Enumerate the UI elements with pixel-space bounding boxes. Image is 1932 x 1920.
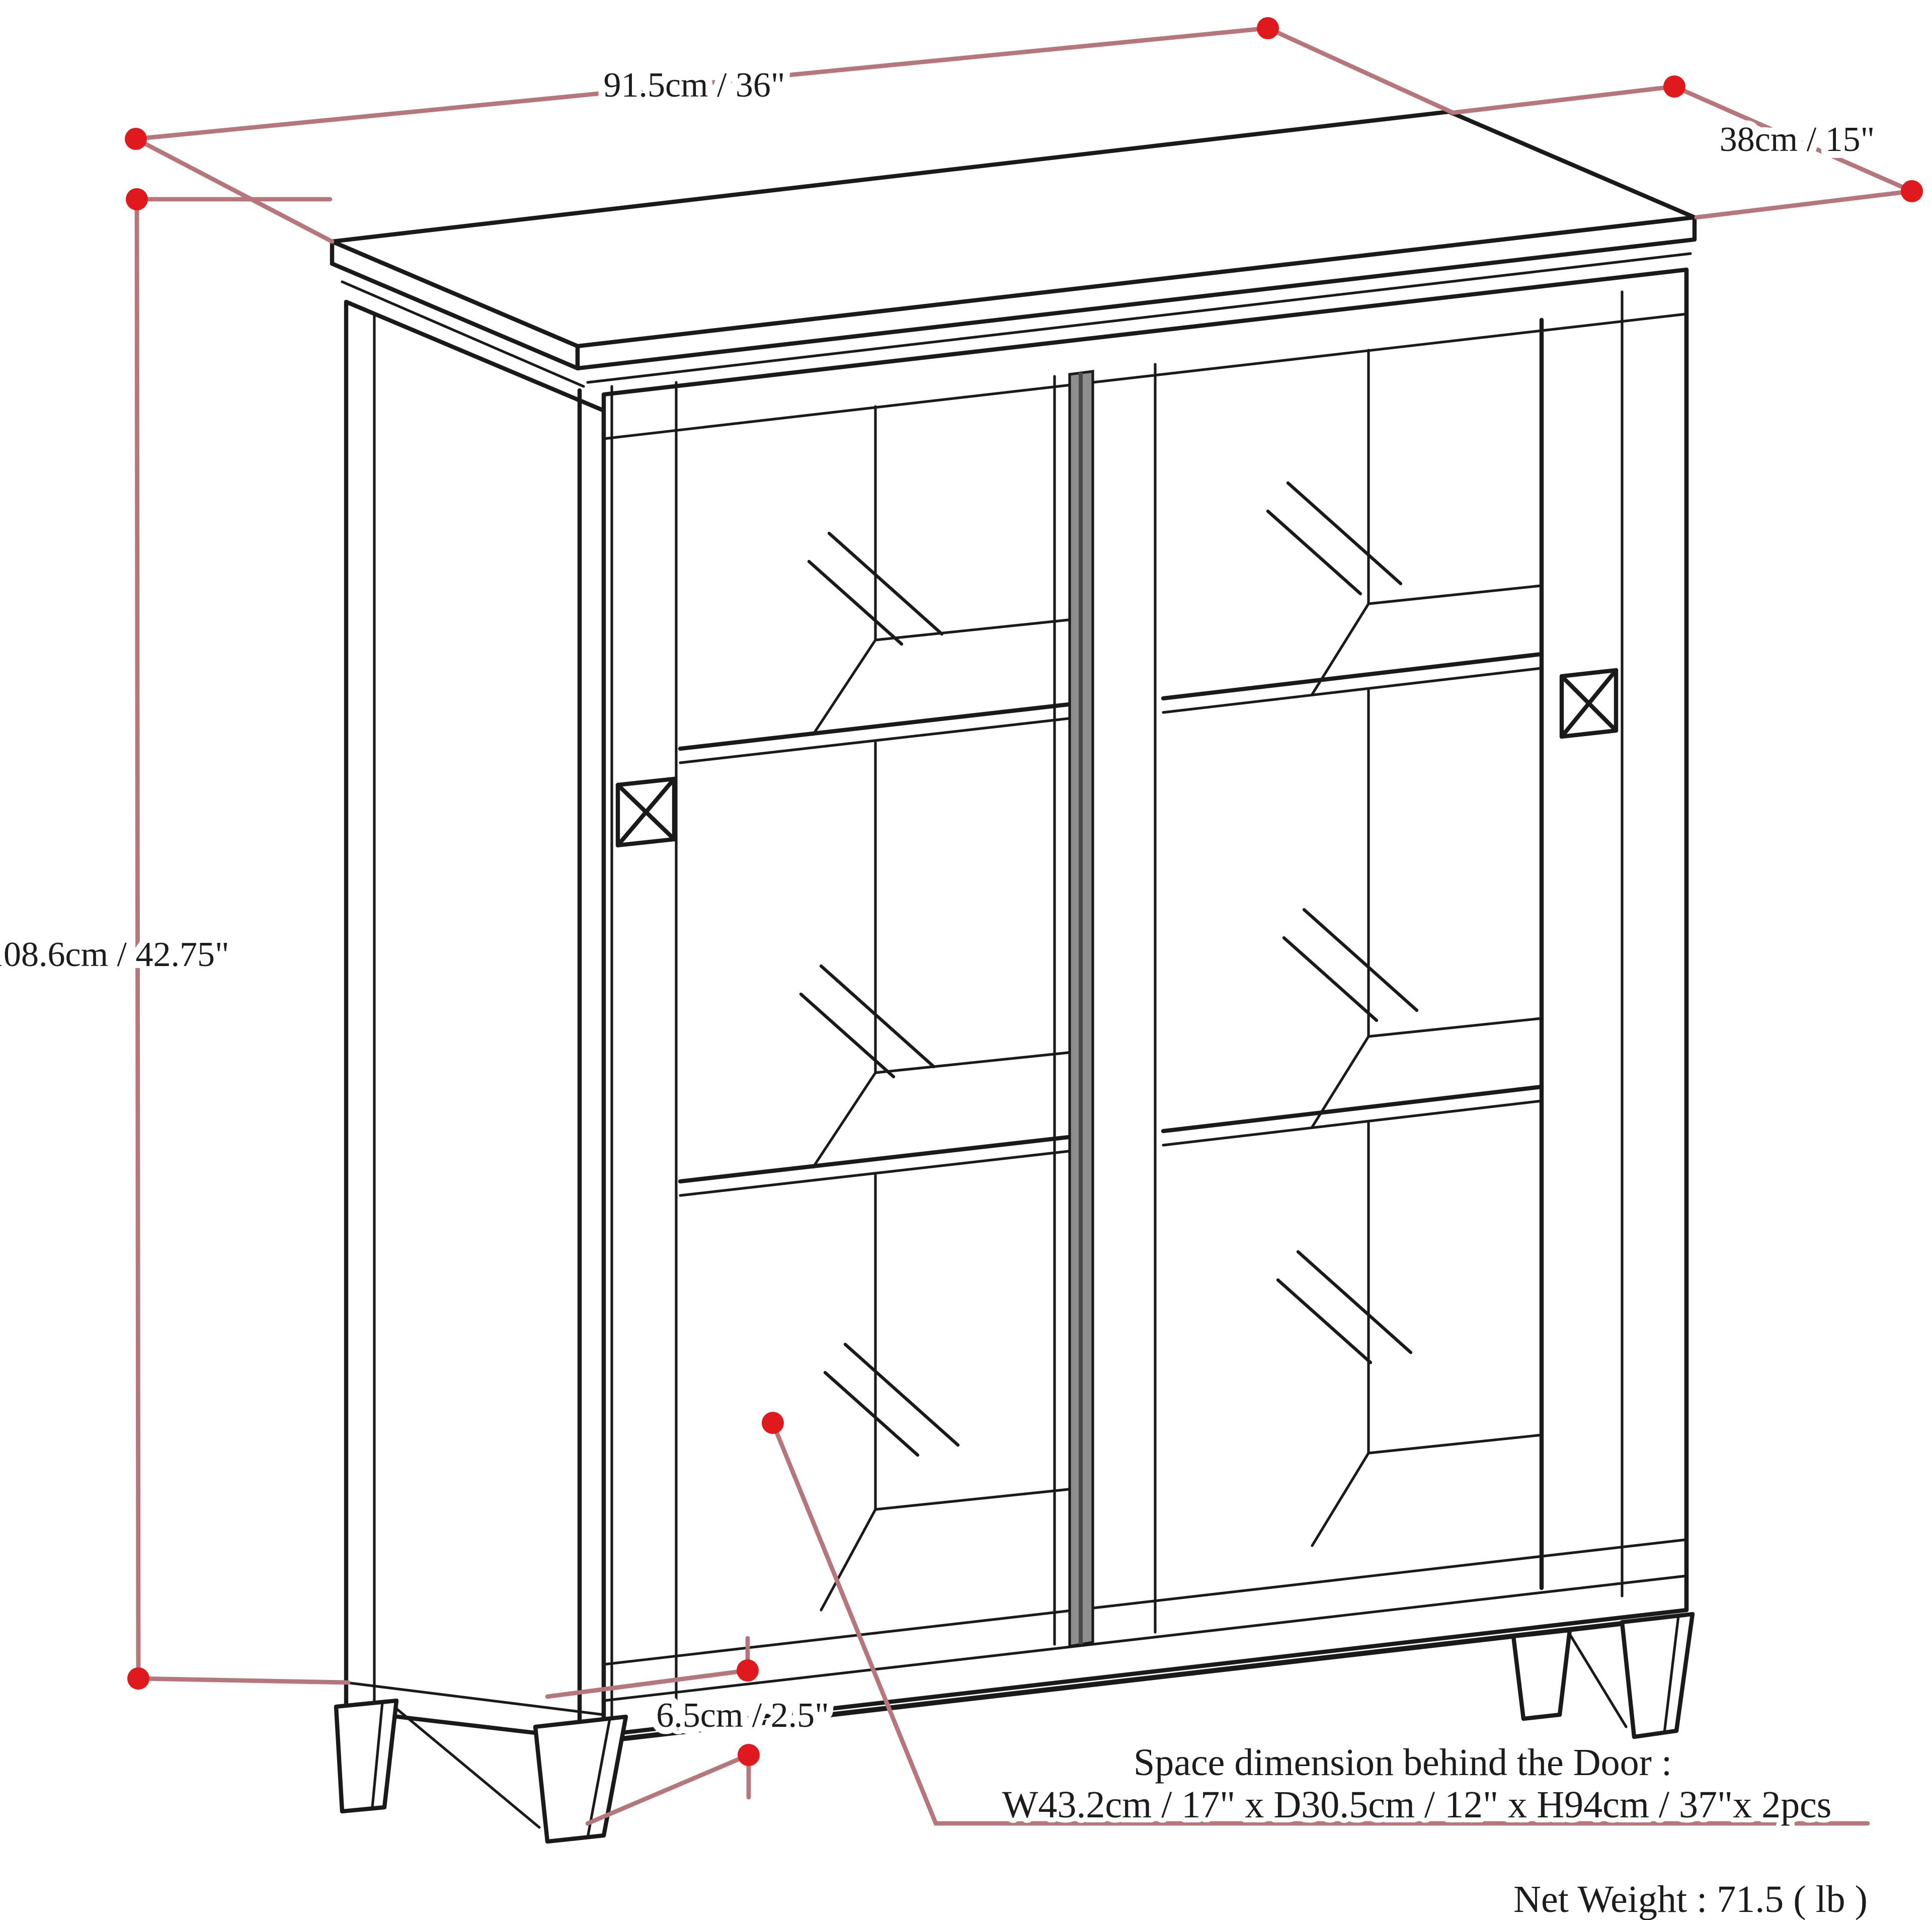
depth-dimension: 38cm / 15" bbox=[1451, 75, 1923, 220]
dimension-dot bbox=[1663, 75, 1685, 98]
left-door-x-handle bbox=[615, 776, 677, 848]
cabinet-legs bbox=[334, 1612, 1695, 1844]
height-dimension-label: 108.6cm / 42.75" bbox=[0, 935, 229, 974]
dimension-dot bbox=[1901, 180, 1923, 202]
net-weight-note: Net Weight : 71.5 ( lb ) bbox=[1513, 1878, 1868, 1920]
cabinet-front-face bbox=[577, 267, 1689, 1743]
cabinet-interior-left bbox=[678, 405, 1071, 1612]
dimension-dot bbox=[125, 128, 147, 150]
dimension-dot bbox=[762, 1412, 784, 1434]
glass-reflection-marks bbox=[799, 481, 1419, 1457]
dimension-dot bbox=[737, 1659, 759, 1682]
cabinet-interior-right bbox=[1161, 349, 1544, 1547]
width-dimension-label: 91.5cm / 36" bbox=[603, 66, 785, 105]
top-width-dimension: 91.5cm / 36" bbox=[125, 17, 1456, 244]
dimension-dot bbox=[126, 188, 148, 210]
height-dimension: 108.6cm / 42.75" bbox=[0, 188, 351, 1690]
depth-dimension-label: 38cm / 15" bbox=[1720, 120, 1875, 159]
space-note-title: Space dimension behind the Door : bbox=[1134, 1741, 1672, 1784]
leg-height-dimension-label: 6.5cm / 2.5" bbox=[656, 1696, 829, 1735]
right-door-x-handle bbox=[1559, 668, 1619, 739]
dimension-dot bbox=[127, 1667, 149, 1690]
dimension-dot bbox=[1257, 17, 1279, 39]
cabinet-top-slab bbox=[330, 109, 1697, 388]
leg-height-dimension: 6.5cm / 2.5" bbox=[545, 1636, 836, 1826]
dimension-dot bbox=[738, 1744, 760, 1766]
cabinet-drawing bbox=[330, 109, 1697, 1844]
space-note-detail: W43.2cm / 17" x D30.5cm / 12" x H94cm / … bbox=[1002, 1784, 1832, 1826]
space-note: Space dimension behind the Door : W43.2c… bbox=[762, 1412, 1870, 1831]
cabinet-left-side-panel bbox=[344, 299, 606, 1743]
